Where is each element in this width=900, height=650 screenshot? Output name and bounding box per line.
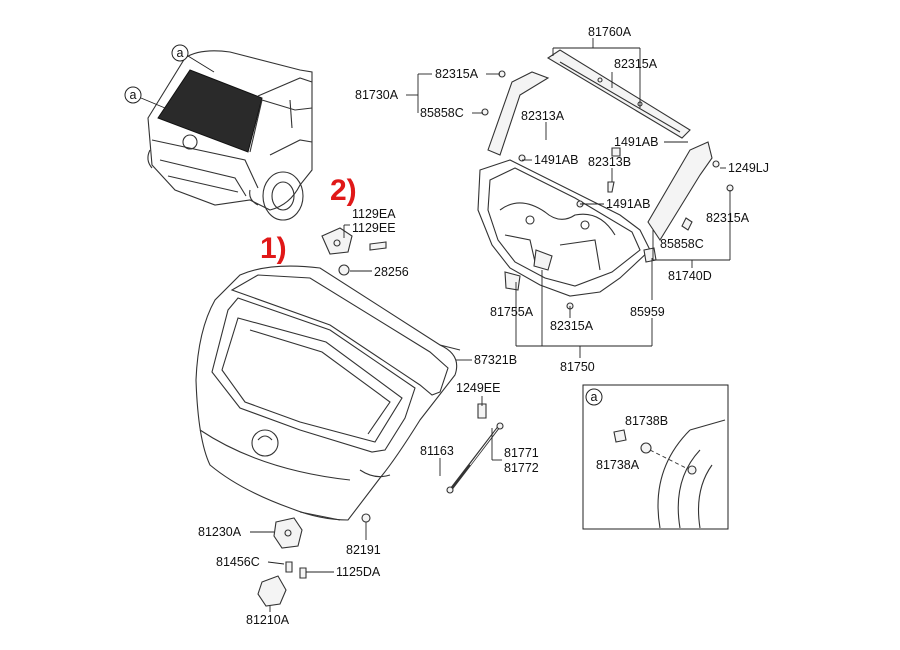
label-1491ab-mid: 1491AB <box>606 197 650 211</box>
label-81772: 81772 <box>504 461 539 475</box>
label-28256: 28256 <box>374 265 409 279</box>
label-81738a: 81738A <box>596 458 640 472</box>
label-81750: 81750 <box>560 360 595 374</box>
label-81738b: 81738B <box>625 414 668 428</box>
svg-text:a: a <box>130 88 137 102</box>
callout-a-top: a <box>171 44 215 73</box>
label-1129ea: 1129EA <box>352 207 396 221</box>
label-85858c-right: 85858C <box>660 237 704 251</box>
label-81771: 81771 <box>504 446 539 460</box>
label-81163: 81163 <box>420 444 454 458</box>
side-trim-81730a <box>481 70 550 156</box>
latch-bracket-2 <box>321 227 387 276</box>
step-marker-1: 1) <box>260 232 287 265</box>
side-trim-81740d <box>647 141 734 242</box>
inner-trim-panel <box>477 159 657 297</box>
label-82315a-top-left: 82315A <box>435 67 479 81</box>
label-1491ab-left: 1491AB <box>534 153 578 167</box>
label-1249ee: 1249EE <box>456 381 500 395</box>
label-81740d: 81740D <box>668 269 712 283</box>
label-81755a: 81755A <box>490 305 534 319</box>
label-1129ee: 1129EE <box>352 221 396 235</box>
label-1249lj: 1249LJ <box>728 161 769 175</box>
label-81760a: 81760A <box>588 25 632 39</box>
upper-trim-strip-81760a <box>546 49 691 139</box>
latch-assembly <box>257 513 371 607</box>
label-82313b: 82313B <box>588 155 631 169</box>
step-marker-2: 2) <box>330 174 357 207</box>
label-1491ab-right: 1491AB <box>614 135 658 149</box>
part-labels: 81760A 82315A 82315A 81730A 85858C 82313… <box>198 25 769 627</box>
tailgate-panel <box>195 265 461 521</box>
label-82315a-top-right: 82315A <box>614 57 658 71</box>
callout-a-left: a <box>124 86 166 109</box>
label-82315a-bottom: 82315A <box>550 319 594 333</box>
label-81730a: 81730A <box>355 88 399 102</box>
detail-box-a: a <box>582 384 729 530</box>
label-85858c-left: 85858C <box>420 106 464 120</box>
label-85959: 85959 <box>630 305 665 319</box>
label-81210a: 81210A <box>246 613 290 627</box>
leader-lines <box>250 38 731 612</box>
vehicle-rear-illustration <box>147 50 313 221</box>
label-81230a: 81230A <box>198 525 242 539</box>
label-81456c: 81456C <box>216 555 260 569</box>
label-87321b: 87321B <box>474 353 517 367</box>
gas-strut <box>446 403 504 494</box>
label-1125da: 1125DA <box>336 565 381 579</box>
svg-text:a: a <box>591 390 598 404</box>
svg-text:a: a <box>177 46 184 60</box>
label-82313a: 82313A <box>521 109 565 123</box>
label-82315a-right: 82315A <box>706 211 750 225</box>
label-82191: 82191 <box>346 543 381 557</box>
